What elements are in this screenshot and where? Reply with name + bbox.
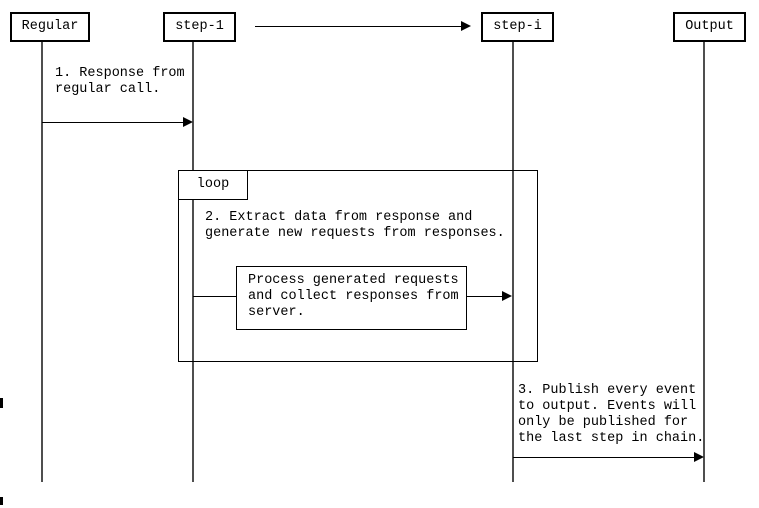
message-1-arrow-line bbox=[42, 122, 184, 123]
participant-label-step-1: step-1 bbox=[175, 19, 224, 34]
lifeline-step-i bbox=[512, 42, 514, 482]
edge-artifact-mark-2 bbox=[0, 497, 3, 505]
flow-arrow-line-step1-to-stepi bbox=[255, 26, 462, 27]
message-2-text: 2. Extract data from response and genera… bbox=[205, 210, 505, 241]
message-3-arrowhead bbox=[694, 452, 704, 462]
lifeline-step-1 bbox=[192, 42, 194, 482]
flow-arrowhead-step1-to-stepi bbox=[461, 21, 471, 31]
participant-box-regular: Regular bbox=[10, 12, 90, 42]
participant-label-regular: Regular bbox=[21, 19, 79, 34]
message-1-text: 1. Response from regular call. bbox=[55, 66, 185, 97]
participant-box-output: Output bbox=[673, 12, 746, 42]
message-1-arrowhead bbox=[183, 117, 193, 127]
message-3-text: 3. Publish every event to output. Events… bbox=[518, 383, 705, 446]
loop-label-box: loop bbox=[178, 170, 248, 200]
loop-label: loop bbox=[196, 177, 230, 192]
participant-box-step-1: step-1 bbox=[163, 12, 236, 42]
process-arrowhead bbox=[502, 291, 512, 301]
process-connector-line bbox=[193, 296, 236, 297]
process-box: Process generated requests and collect r… bbox=[236, 266, 467, 330]
process-arrow-line bbox=[467, 296, 503, 297]
lifeline-output bbox=[703, 42, 705, 482]
message-3-arrow-line bbox=[513, 457, 695, 458]
lifeline-regular bbox=[41, 42, 43, 482]
edge-artifact-mark-1 bbox=[0, 398, 3, 408]
loop-frame bbox=[178, 170, 538, 362]
participant-label-step-i: step-i bbox=[493, 19, 542, 34]
participant-label-output: Output bbox=[685, 19, 734, 34]
participant-box-step-i: step-i bbox=[481, 12, 554, 42]
